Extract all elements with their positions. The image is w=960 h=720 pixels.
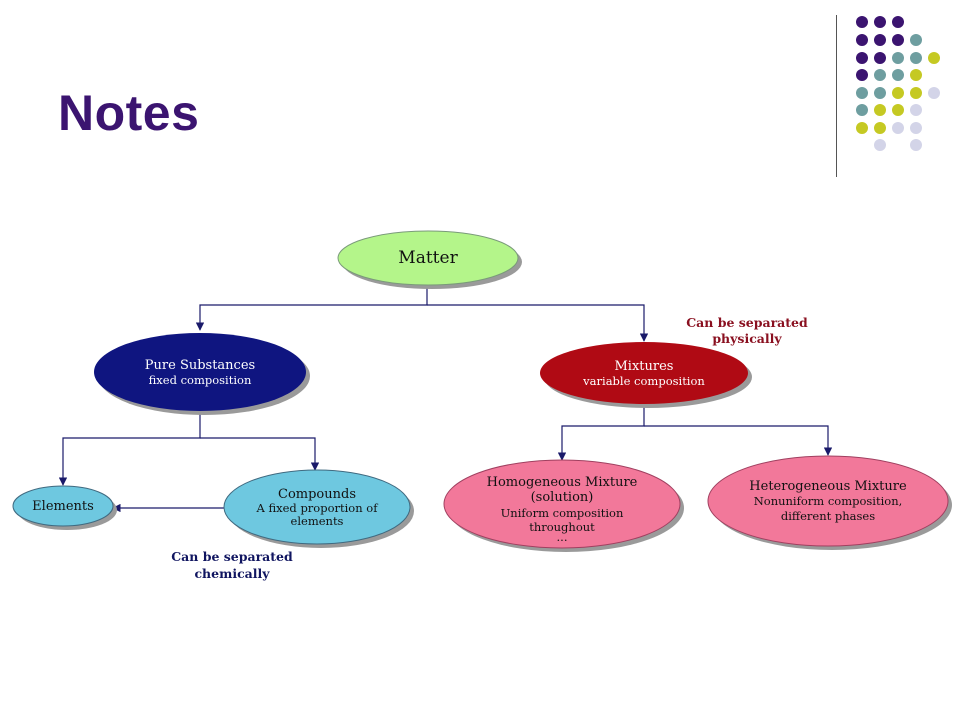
note-chemically-line2: chemically <box>194 566 270 581</box>
node-homogeneous-sub1: Uniform composition <box>501 506 624 520</box>
slide-title: Notes <box>58 85 200 141</box>
node-homogeneous-mixture: Homogeneous Mixture (solution) Uniform c… <box>443 459 684 552</box>
dot <box>856 87 868 99</box>
decorative-dot-grid <box>856 16 940 151</box>
dot <box>910 122 922 134</box>
connector-pure-compounds <box>200 437 320 471</box>
note-physically-line2: physically <box>712 331 782 346</box>
note-physically-line1: Can be separated <box>686 315 808 330</box>
dot <box>856 52 868 64</box>
node-heterogeneous-mixture: Heterogeneous Mixture Nonuniform composi… <box>707 455 952 550</box>
node-homogeneous-sub3: ... <box>557 530 568 544</box>
node-matter: Matter <box>337 230 522 289</box>
dot <box>892 52 904 64</box>
dot <box>856 34 868 46</box>
node-homogeneous-sub2: throughout <box>529 520 595 534</box>
node-heterogeneous-label: Heterogeneous Mixture <box>749 479 907 494</box>
node-elements: Elements <box>12 485 117 530</box>
connector-mixtures-split <box>557 404 645 461</box>
dot <box>892 16 904 28</box>
divider-line <box>836 15 837 177</box>
dot <box>910 104 922 116</box>
dot <box>856 122 868 134</box>
node-compounds-sub2: elements <box>291 514 344 528</box>
dot <box>928 52 940 64</box>
dot <box>910 87 922 99</box>
dot <box>874 34 886 46</box>
dot <box>874 139 886 151</box>
node-mixtures-label: Mixtures <box>615 359 674 374</box>
dot <box>856 16 868 28</box>
dot <box>874 87 886 99</box>
node-pure-substances: Pure Substances fixed composition <box>94 333 310 415</box>
node-matter-label: Matter <box>398 248 458 268</box>
note-physically: Can be separated physically <box>686 315 808 346</box>
dot <box>856 104 868 116</box>
dot <box>910 34 922 46</box>
connector-mixtures-heterogeneous <box>644 425 833 456</box>
dot <box>910 69 922 81</box>
connectors <box>58 286 833 513</box>
node-compounds-sub1: A fixed proportion of <box>256 501 379 515</box>
node-compounds: Compounds A fixed proportion of elements <box>223 469 414 548</box>
connector-pure-elements <box>58 413 201 486</box>
dot <box>910 52 922 64</box>
node-mixtures-sub: variable composition <box>582 374 705 388</box>
node-compounds-label: Compounds <box>278 487 356 502</box>
dot <box>892 87 904 99</box>
connector-matter-split <box>195 286 428 331</box>
node-elements-label: Elements <box>32 499 94 514</box>
dot <box>874 52 886 64</box>
note-chemically: Can be separated chemically <box>171 549 293 581</box>
connector-matter-mixtures <box>427 304 649 342</box>
dot <box>928 87 940 99</box>
dot <box>892 34 904 46</box>
node-homogeneous-label2: (solution) <box>531 490 594 505</box>
dot <box>874 104 886 116</box>
dot <box>892 69 904 81</box>
dot <box>874 122 886 134</box>
node-heterogeneous-sub2: different phases <box>781 509 875 523</box>
node-heterogeneous-sub1: Nonuniform composition, <box>754 494 903 508</box>
dot <box>892 104 904 116</box>
node-homogeneous-label1: Homogeneous Mixture <box>487 475 638 490</box>
dot <box>910 139 922 151</box>
node-mixtures: Mixtures variable composition <box>540 342 752 408</box>
node-pure-substances-sub: fixed composition <box>149 373 252 387</box>
note-chemically-line1: Can be separated <box>171 549 293 564</box>
dot <box>892 122 904 134</box>
dot <box>874 69 886 81</box>
dot <box>856 69 868 81</box>
dot <box>874 16 886 28</box>
node-pure-substances-label: Pure Substances <box>145 358 255 373</box>
